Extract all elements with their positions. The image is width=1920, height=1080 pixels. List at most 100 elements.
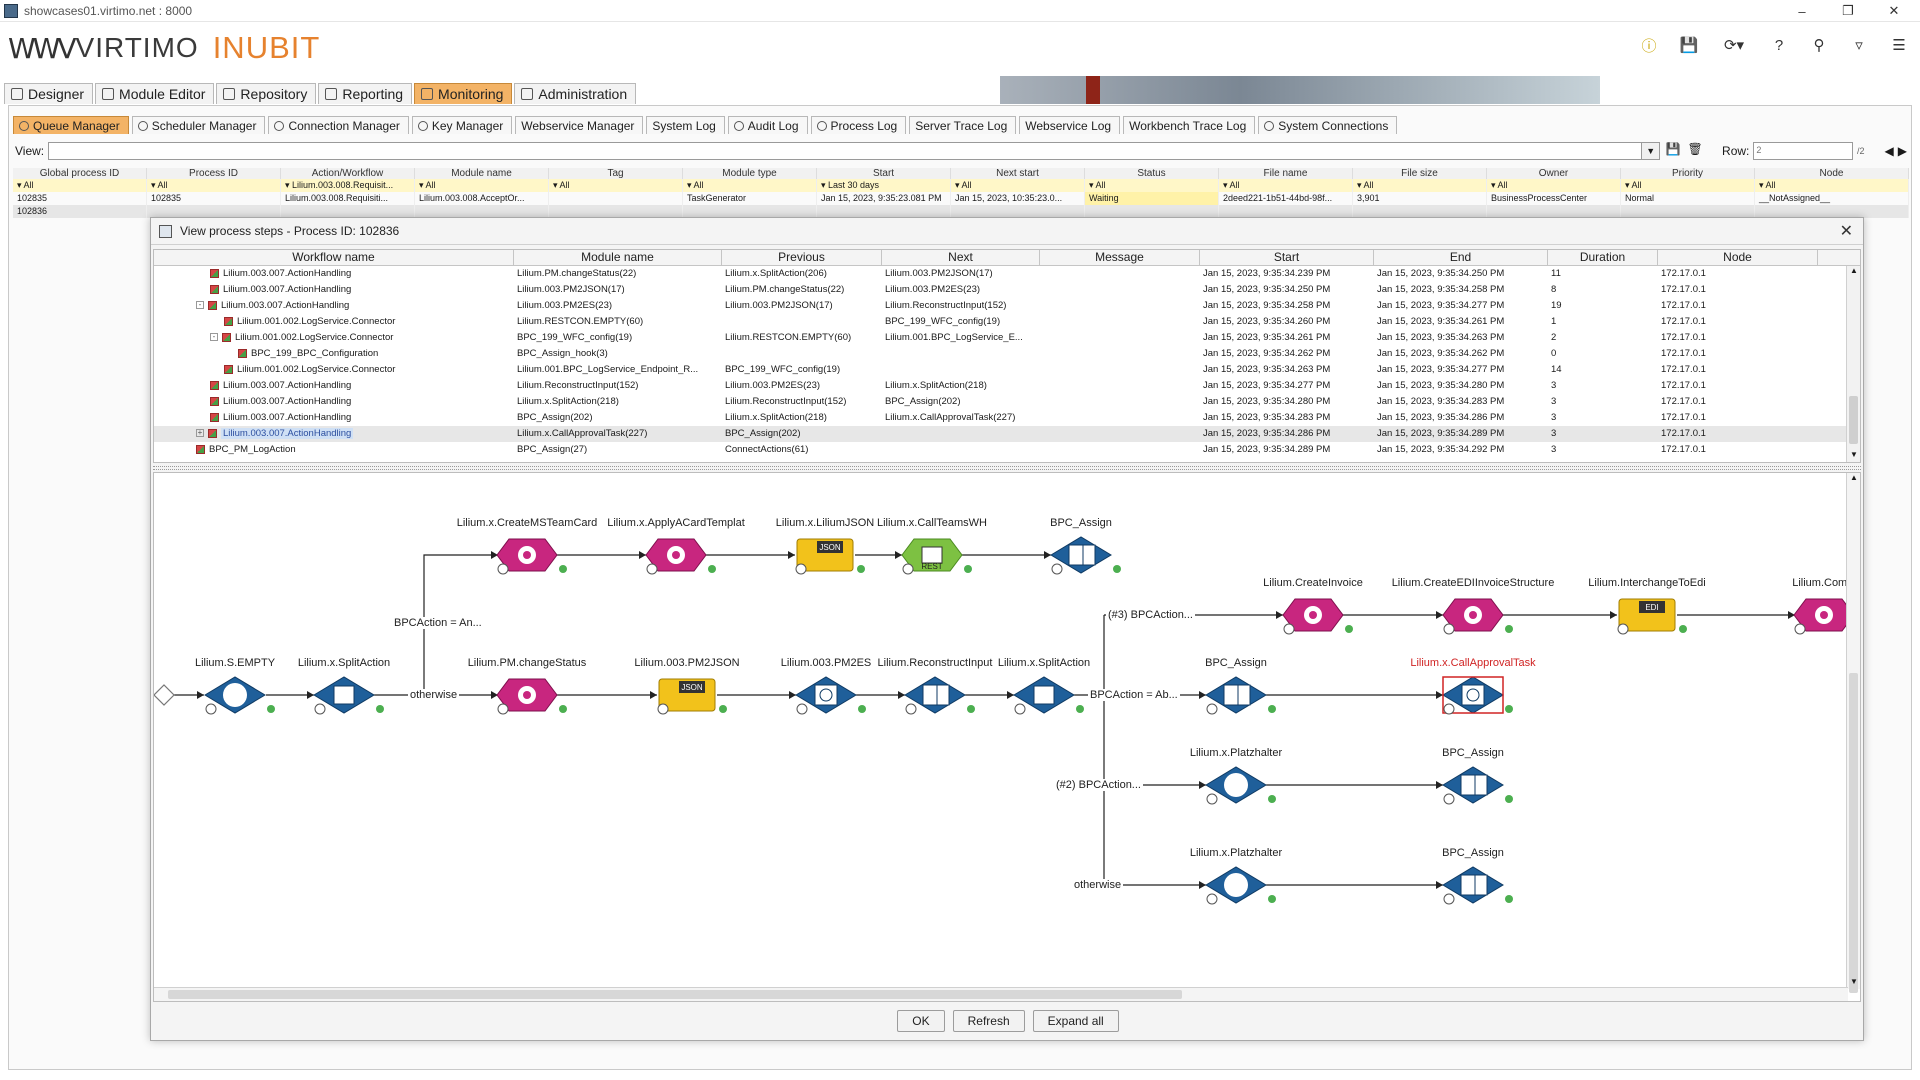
diagram-node-blue-doc[interactable] [904, 676, 975, 715]
tab-queue-manager[interactable]: Queue Manager [13, 116, 129, 134]
refresh-button[interactable]: Refresh [952, 1010, 1025, 1032]
diagram-vscroll-thumb[interactable] [1849, 673, 1858, 993]
column-filter[interactable]: ▾ All [1755, 179, 1909, 192]
splitter[interactable] [153, 466, 1861, 470]
save-icon[interactable]: 💾 [1679, 37, 1699, 54]
column-filter[interactable]: ▾ Last 30 days [817, 179, 951, 192]
tab-webservice-log[interactable]: Webservice Log [1019, 116, 1121, 134]
column-header[interactable]: File name [1219, 168, 1353, 179]
diagram-node-blue-split[interactable] [1013, 676, 1084, 715]
tab-audit-log[interactable]: Audit Log [727, 116, 808, 134]
search-icon[interactable]: ⚲ [1813, 37, 1825, 54]
table-row[interactable]: 102836 [13, 205, 1909, 218]
refresh-icon[interactable]: ⟳▾ [1723, 37, 1745, 54]
diagram-node-yellow[interactable]: JSON [795, 538, 865, 575]
tab-system-connections[interactable]: System Connections [1258, 116, 1398, 134]
ok-button[interactable]: OK [897, 1010, 945, 1032]
diagram-node-yellow[interactable]: JSON [657, 678, 727, 715]
column-header[interactable]: Next start [951, 168, 1085, 179]
column-filter[interactable]: ▾ All [1353, 179, 1487, 192]
column-filter[interactable]: ▾ Lilium.003.008.Requisit... [281, 179, 415, 192]
diagram-node-blue-clock[interactable] [795, 676, 866, 715]
close-icon[interactable]: ✕ [1888, 3, 1900, 18]
column-filter[interactable]: ▾ All [1487, 179, 1621, 192]
steps-column-header[interactable]: Duration [1548, 250, 1658, 265]
steps-column-header[interactable]: Node [1658, 250, 1818, 265]
column-filter[interactable]: ▾ All [1219, 179, 1353, 192]
tab-system-log[interactable]: System Log [646, 116, 725, 134]
diagram-node-green[interactable]: REST [901, 538, 972, 575]
diagram-node-yellow[interactable]: EDI [1617, 598, 1687, 635]
expand-icon[interactable]: - [196, 301, 204, 310]
tab-module-editor[interactable]: Module Editor [95, 83, 215, 104]
delete-view-icon[interactable]: 🗑 [1687, 142, 1703, 156]
column-filter[interactable]: ▾ All [549, 179, 683, 192]
expand-icon[interactable]: - [210, 333, 218, 342]
column-header[interactable]: Global process ID [13, 168, 147, 179]
menu-icon[interactable]: ☰ [1892, 37, 1906, 54]
diagram-node-magenta[interactable] [645, 538, 716, 575]
info-icon[interactable]: ⓘ [1641, 37, 1657, 55]
steps-scroll-thumb[interactable] [1849, 396, 1858, 444]
tab-workbench-trace-log[interactable]: Workbench Trace Log [1123, 116, 1256, 134]
dialog-close-icon[interactable]: ✕ [1839, 223, 1853, 240]
row-input[interactable]: 2 [1753, 142, 1854, 160]
diagram-node-blue-split[interactable] [313, 676, 384, 715]
diagram-node-blue-circle[interactable] [1205, 766, 1276, 805]
expand-icon[interactable]: + [196, 428, 204, 438]
steps-column-header[interactable]: Workflow name [154, 250, 514, 265]
column-header[interactable]: Start [817, 168, 951, 179]
diagram-node-magenta[interactable] [1793, 598, 1848, 635]
tab-key-manager[interactable]: Key Manager [411, 116, 513, 134]
help-icon[interactable]: ? [1774, 36, 1784, 54]
column-filter[interactable]: ▾ All [13, 179, 147, 192]
column-header[interactable]: Module type [683, 168, 817, 179]
diagram-node-magenta[interactable] [1442, 598, 1513, 635]
diagram-hscroll[interactable] [154, 987, 1848, 1001]
row-nav-icons[interactable]: ◀▶ [1884, 144, 1912, 158]
steps-column-header[interactable]: End [1374, 250, 1548, 265]
steps-column-header[interactable]: Previous [722, 250, 882, 265]
tab-repository[interactable]: Repository [216, 83, 317, 104]
steps-column-header[interactable]: Message [1040, 250, 1200, 265]
tab-scheduler-manager[interactable]: Scheduler Manager [131, 116, 266, 134]
chevron-down-icon[interactable]: ▼ [1642, 142, 1661, 160]
save-view-icon[interactable]: 💾 [1665, 142, 1681, 156]
tab-process-log[interactable]: Process Log [810, 116, 907, 134]
view-input[interactable] [48, 142, 1643, 160]
tab-server-trace-log[interactable]: Server Trace Log [909, 116, 1017, 134]
tab-administration[interactable]: Administration [514, 83, 637, 104]
tab-connection-manager[interactable]: Connection Manager [268, 116, 409, 134]
column-header[interactable]: Module name [415, 168, 549, 179]
expand-all-button[interactable]: Expand all [1032, 1010, 1119, 1032]
start-diamond-icon[interactable] [154, 684, 175, 706]
diagram-node-blue-clock[interactable] [1442, 676, 1513, 715]
diagram-node-magenta[interactable] [496, 678, 567, 715]
column-filter[interactable]: ▾ All [1621, 179, 1755, 192]
diagram-node-blue-circle[interactable] [204, 676, 275, 715]
column-header[interactable]: Priority [1621, 168, 1755, 179]
diagram-node-blue-doc[interactable] [1205, 676, 1276, 715]
column-header[interactable]: Node [1755, 168, 1909, 179]
column-header[interactable]: Action/Workflow [281, 168, 415, 179]
tab-designer[interactable]: Designer [4, 83, 94, 104]
steps-column-header[interactable]: Module name [514, 250, 722, 265]
tab-webservice-manager[interactable]: Webservice Manager [515, 116, 644, 134]
diagram-hscroll-thumb[interactable] [168, 990, 1182, 999]
diagram-node-blue-doc[interactable] [1442, 766, 1513, 805]
column-filter[interactable]: ▾ All [147, 179, 281, 192]
steps-column-header[interactable]: Start [1200, 250, 1374, 265]
diagram-vscroll[interactable]: ▲ ▼ [1846, 473, 1860, 993]
column-filter[interactable]: ▾ All [1085, 179, 1219, 192]
